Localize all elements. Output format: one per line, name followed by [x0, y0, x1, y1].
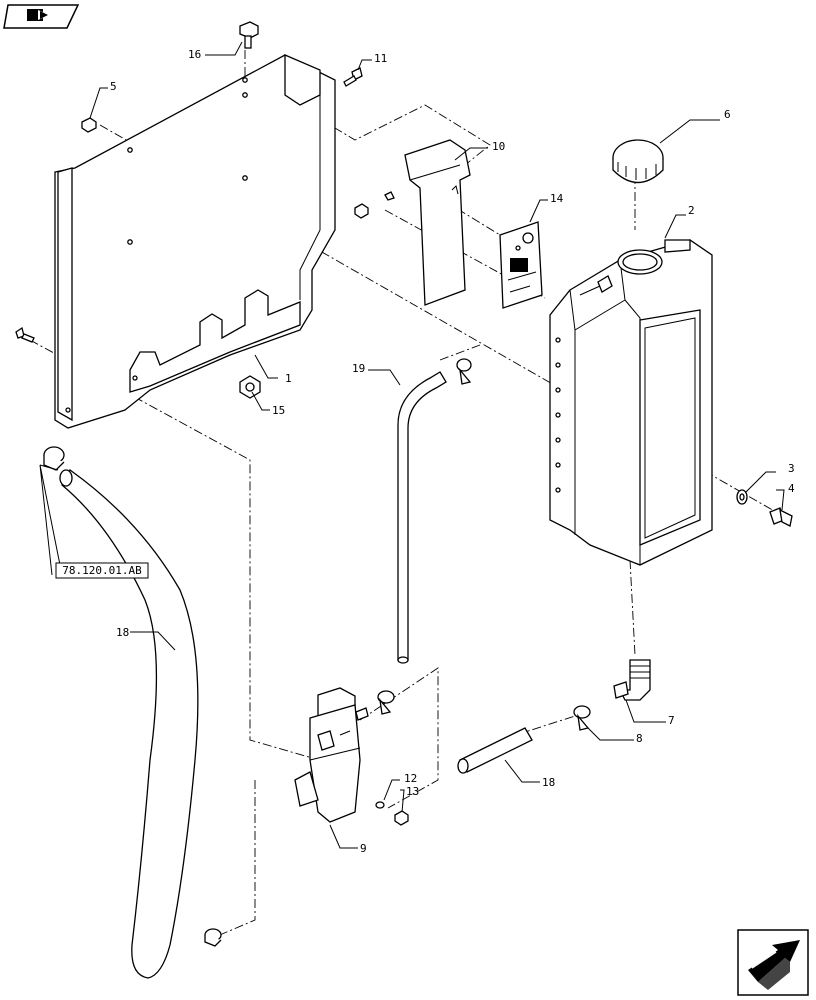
nut-12	[375, 801, 385, 809]
hose-clamp	[377, 690, 395, 715]
next-page-button[interactable]	[737, 929, 809, 996]
hose-18-long	[59, 469, 199, 979]
back-arrow-button[interactable]	[3, 4, 80, 29]
hose-clamp	[204, 928, 222, 947]
back-arrow-icon	[27, 9, 50, 21]
callout-11: 11	[374, 52, 387, 65]
callout-10: 10	[492, 140, 505, 153]
callout-4: 4	[788, 482, 795, 495]
cross-reference-link[interactable]: 78.120.01.AB	[55, 562, 149, 579]
cross-reference-label: 78.120.01.AB	[62, 564, 142, 577]
guard-plate	[404, 139, 471, 306]
nut-13	[394, 810, 409, 826]
callout-18: 18	[542, 776, 555, 789]
callout-12: 12	[404, 772, 417, 785]
hose-clamp-8	[573, 705, 591, 731]
bolt-16	[239, 21, 259, 49]
elbow-fitting-7	[613, 659, 651, 701]
callout-1: 1	[285, 372, 292, 385]
callout-3: 3	[788, 462, 795, 475]
callout-18: 18	[116, 626, 129, 639]
screw-11	[343, 67, 363, 87]
leader-lines	[39, 41, 785, 849]
callout-2: 2	[688, 204, 695, 217]
callout-9: 9	[360, 842, 367, 855]
bolt-4	[769, 507, 793, 527]
callout-labels: 1 2 3 4 5 6 7 8 9 10 11 12 13 14 15 16 1…	[110, 48, 795, 855]
mounting-bracket	[54, 54, 336, 429]
tank-cap	[612, 139, 664, 184]
callout-5: 5	[110, 80, 117, 93]
callout-15: 15	[272, 404, 285, 417]
nut-15	[239, 375, 261, 399]
callout-19: 19	[352, 362, 365, 375]
callout-7: 7	[668, 714, 675, 727]
callout-14: 14	[550, 192, 564, 205]
washer-pump	[294, 687, 369, 823]
screw-left	[15, 326, 35, 343]
callout-8: 8	[636, 732, 643, 745]
callout-6: 6	[724, 108, 731, 121]
hose-clamp	[456, 358, 472, 385]
washer-3	[736, 489, 748, 505]
washer-tank	[549, 239, 713, 566]
next-page-arrow-icon	[748, 940, 800, 990]
hose-clamp	[43, 446, 65, 471]
callout-13: 13	[406, 785, 419, 798]
hose-19	[397, 371, 447, 664]
nut-5	[81, 117, 97, 133]
instruction-decal	[499, 221, 543, 309]
hose-18-short	[457, 727, 533, 774]
callout-16: 16	[188, 48, 201, 61]
nut-small	[354, 191, 395, 219]
